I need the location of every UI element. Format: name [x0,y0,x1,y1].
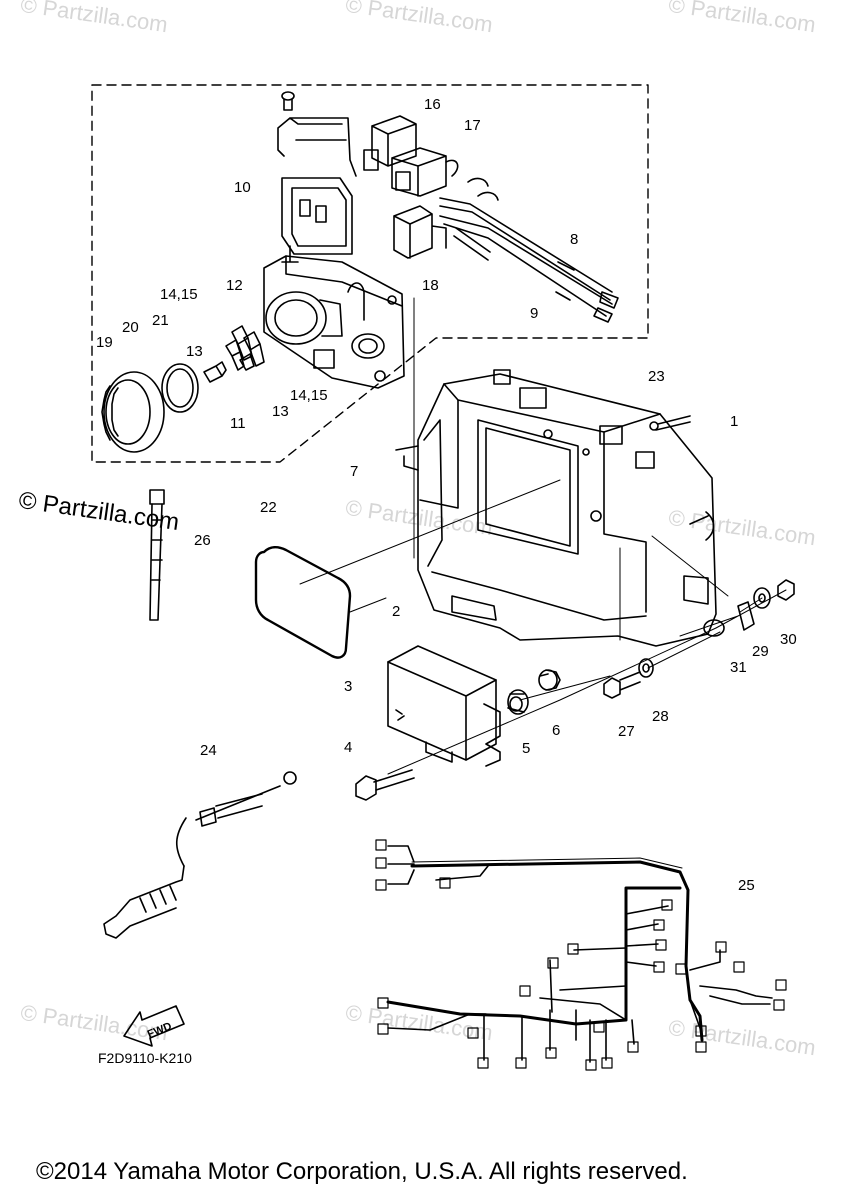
callout-10: 10 [234,179,251,196]
callout-23: 23 [648,368,665,385]
copyright-notice: ©2014 Yamaha Motor Corporation, U.S.A. A… [36,1158,688,1185]
callout-18: 18 [422,277,439,294]
callout-31: 31 [730,659,747,676]
fastener-parts [603,415,795,699]
harness-connectors [375,839,787,1071]
relay-part [363,115,459,197]
callout-30: 30 [780,631,797,648]
callout-27: 27 [618,723,635,740]
assembly-boundary [91,84,649,463]
clip-part [203,361,227,383]
callout-7: 7 [350,463,359,480]
lead-parts [439,177,619,323]
figure-code: F2D9110-K210 [98,1050,192,1066]
callout-12: 12 [226,277,243,294]
ring-part [161,363,199,413]
callout-13: 13 [186,343,203,360]
callout-28: 28 [652,708,669,725]
callout-24: 24 [200,742,217,759]
main-box-part [395,369,725,647]
callout-16: 16 [424,96,441,113]
bolt-part [355,769,415,801]
fwd-arrow-icon [123,1005,185,1047]
gasket-part [254,546,352,659]
callout-22: 22 [260,499,277,516]
grommet-parts [507,669,561,715]
sensor-part [103,771,297,939]
cable-tie-part [149,489,165,621]
box-part [263,245,405,389]
callout-29: 29 [752,643,769,660]
callout-14-15: 14,15 [290,387,328,404]
fwd-label: FWD [146,1020,174,1041]
callout-20: 20 [122,319,139,336]
callout-25: 25 [738,877,755,894]
coil-part [393,205,447,259]
callout-11: 11 [230,415,246,432]
ecu-part [387,645,501,767]
callout-1: 1 [730,413,739,430]
screw-part [281,91,295,111]
leader-lines [299,297,787,775]
callout-17: 17 [464,117,481,134]
cap-part [101,371,165,453]
wire-harness-part [386,845,773,1063]
callout-9: 9 [530,305,539,322]
fuse-parts [225,325,265,371]
bracket-part [277,117,357,177]
callout-4: 4 [344,739,353,756]
callout-14-15: 14,15 [160,286,198,303]
callout-8: 8 [570,231,579,248]
callout-3: 3 [344,678,353,695]
callout-26: 26 [194,532,211,549]
callout-13: 13 [272,403,289,420]
callout-5: 5 [522,740,531,757]
callout-6: 6 [552,722,561,739]
cover-part [281,177,353,255]
callout-2: 2 [392,603,401,620]
callout-21: 21 [152,312,169,329]
callout-19: 19 [96,334,113,351]
